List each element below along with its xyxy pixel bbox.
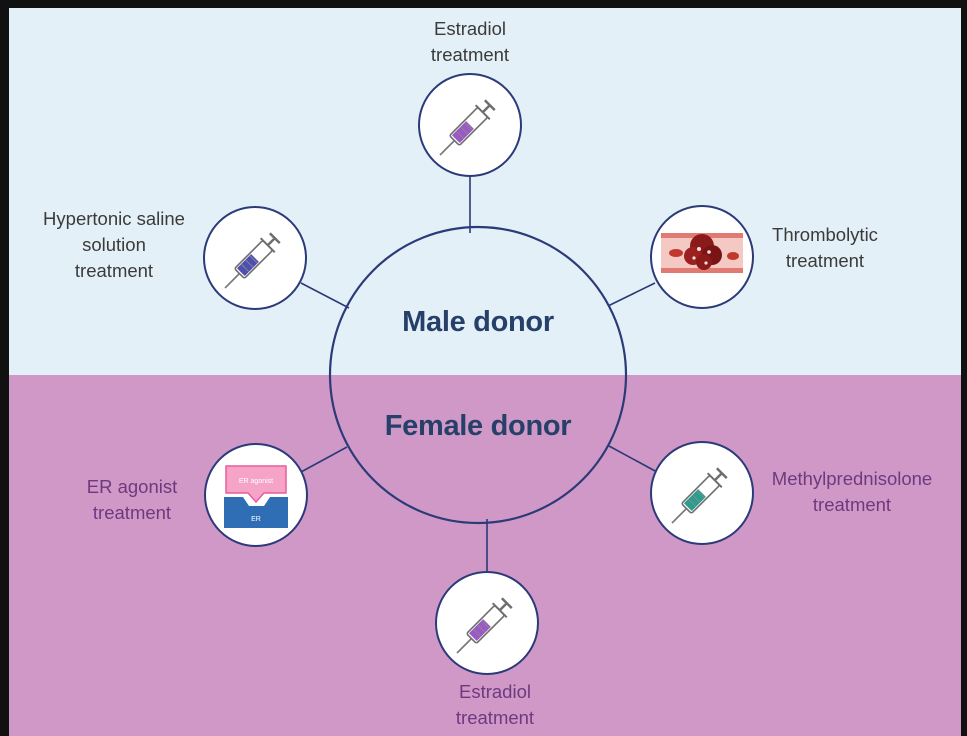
er-agonist-badge-label: ER agonist [239,478,273,485]
female-donor-label: Female donor [328,410,628,443]
connector-thrombolytic [608,283,655,306]
label-line: Hypertonic saline [24,206,204,232]
label-line: ER agonist [72,474,192,500]
estradiol-top-label: Estradiol treatment [370,16,570,68]
label-line: Estradiol [370,16,570,42]
hypertonic-label: Hypertonic saline solution treatment [24,206,204,284]
label-line: Methylprednisolone [752,466,952,492]
connector-er-agonist [301,447,347,472]
label-line: Estradiol [395,679,595,705]
er-receptor-badge-label: ER [251,516,261,523]
er-agonist-label: ER agonist treatment [72,474,192,526]
blood-clot-icon [661,233,743,273]
estradiol-bottom-label: Estradiol treatment [395,679,595,731]
connector-lines [301,176,657,578]
methylprednisolone-label: Methylprednisolone treatment [752,466,952,518]
donor-circle [330,227,626,523]
label-line: Thrombolytic [755,222,895,248]
label-line: treatment [370,42,570,68]
label-line: treatment [752,492,952,518]
thrombolytic-label: Thrombolytic treatment [755,222,895,274]
connector-hypertonic [301,283,349,308]
label-line: treatment [72,500,192,526]
label-line: treatment [395,705,595,731]
label-line: treatment [24,258,204,284]
label-line: treatment [755,248,895,274]
connector-methylprednisolone [609,446,657,472]
receptor-icon: ER agonist ER [224,466,288,528]
label-line: solution [24,232,204,258]
male-donor-label: Male donor [328,306,628,339]
